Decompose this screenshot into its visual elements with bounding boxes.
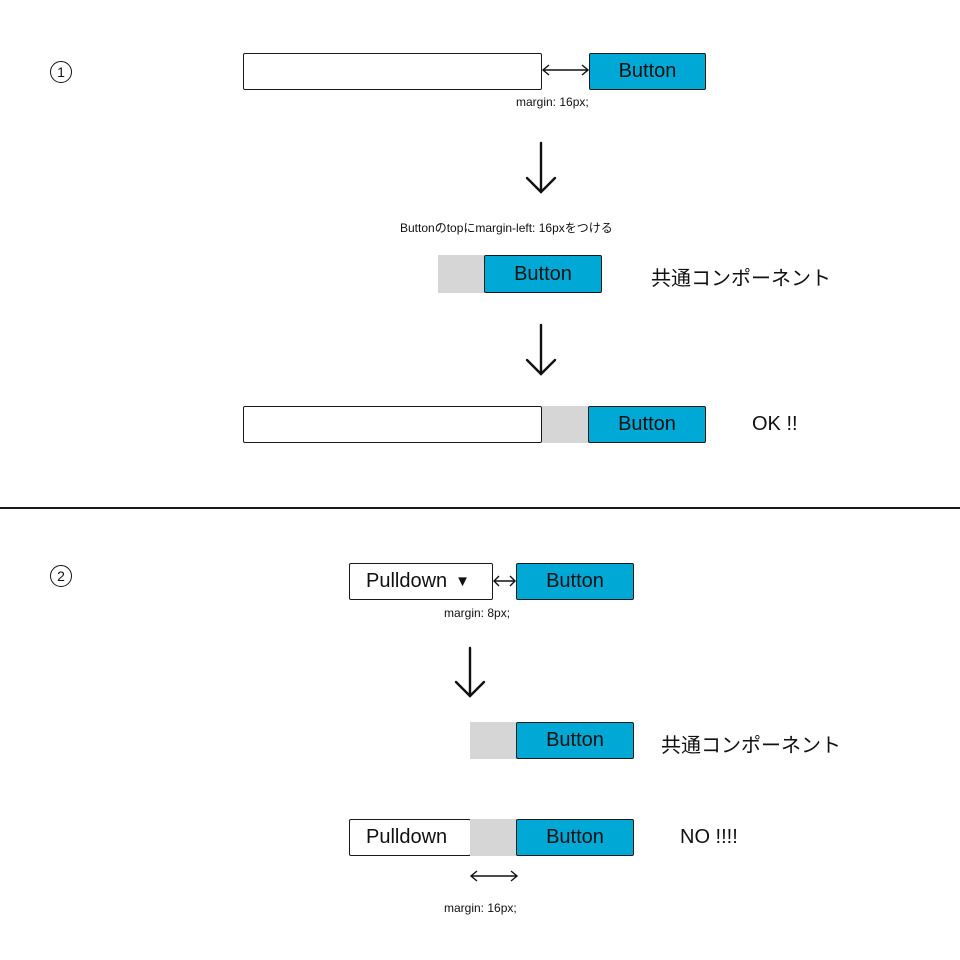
result-input-box xyxy=(243,406,542,443)
down-arrow-2 xyxy=(525,323,557,376)
button-1: Button xyxy=(589,53,706,90)
section-1-marker: 1 xyxy=(50,61,72,83)
result-button-1: Button xyxy=(588,406,706,443)
result-button-1-label: Button xyxy=(618,413,676,435)
margin-double-arrow-result-2 xyxy=(469,870,519,882)
result-pulldown: Pulldown xyxy=(349,819,471,856)
section-2-marker: 2 xyxy=(50,565,72,587)
common-button-2: Button xyxy=(516,722,634,759)
common-button-1-label: Button xyxy=(514,262,572,285)
margin-label-result-2: margin: 16px; xyxy=(444,901,517,915)
ok-label: OK !! xyxy=(752,413,798,435)
common-component-label-1: 共通コンポーネント xyxy=(651,268,831,290)
pulldown-1: Pulldown ▼ xyxy=(349,563,493,600)
instruction-text: Buttonのtopにmargin-left: 16pxをつける xyxy=(400,221,613,235)
section-1-marker-number: 1 xyxy=(57,64,65,80)
button-2: Button xyxy=(516,563,634,600)
caret-down-icon: ▼ xyxy=(455,573,471,590)
section-2-marker-number: 2 xyxy=(57,568,65,584)
button-1-label: Button xyxy=(618,60,677,82)
margin-double-arrow-1 xyxy=(541,64,590,76)
no-label: NO !!!! xyxy=(680,826,738,848)
section-divider xyxy=(0,507,960,509)
result-button-2-label: Button xyxy=(546,826,604,848)
margin-double-arrow-2 xyxy=(493,575,516,587)
margin-label-1: margin: 16px; xyxy=(516,95,589,109)
pulldown-1-label: Pulldown xyxy=(366,570,448,592)
text-input-box xyxy=(243,53,542,90)
margin-area-2 xyxy=(470,722,517,759)
common-button-1: Button xyxy=(484,255,602,293)
down-arrow-1 xyxy=(525,141,557,194)
common-button-2-label: Button xyxy=(546,729,604,751)
result-button-2: Button xyxy=(516,819,634,856)
result-pulldown-label: Pulldown xyxy=(366,826,448,848)
button-2-label: Button xyxy=(546,570,604,592)
margin-area-1 xyxy=(438,255,485,293)
margin-label-2: margin: 8px; xyxy=(444,606,511,620)
margin-area-result-2 xyxy=(470,819,517,856)
margin-area-result-1 xyxy=(542,406,589,443)
down-arrow-3 xyxy=(454,646,486,698)
common-component-label-2: 共通コンポーネント xyxy=(661,735,841,757)
